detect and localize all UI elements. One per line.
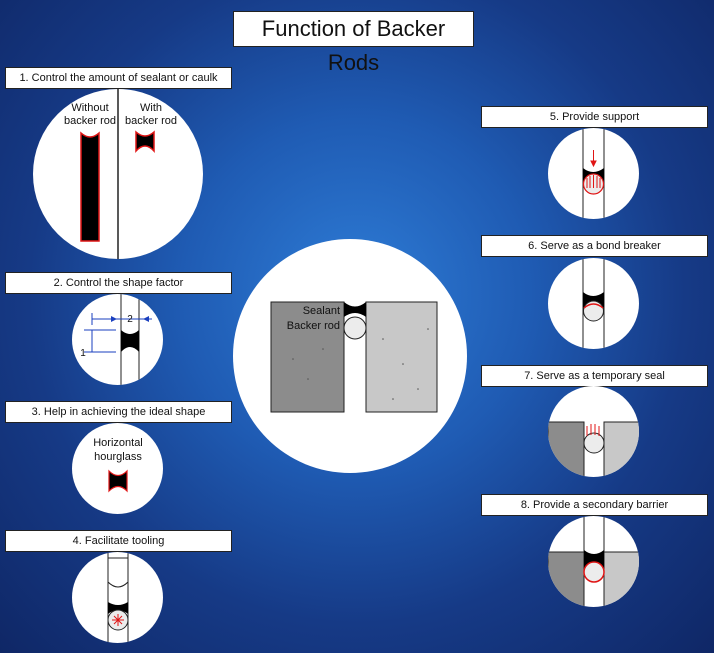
deep-sealant bbox=[80, 131, 100, 242]
hourglass-line2: hourglass bbox=[94, 451, 142, 463]
bond-breaker-illustration bbox=[582, 258, 605, 349]
diagram-title: Function of Backer Rods bbox=[233, 11, 474, 75]
center-sealant bbox=[344, 302, 366, 317]
shallow-sealant bbox=[135, 130, 155, 153]
bond-breaker-rod bbox=[583, 300, 604, 322]
function-7-label: 7. Serve as a temporary seal bbox=[481, 365, 708, 387]
shape-factor-illustration: 2 1 bbox=[80, 294, 152, 385]
left-concrete bbox=[270, 301, 345, 413]
function-5-label: 5. Provide support bbox=[481, 106, 708, 128]
dim-depth: 1 bbox=[80, 348, 86, 359]
shape-sealant bbox=[121, 330, 139, 352]
without-line1: Without bbox=[71, 102, 108, 114]
ideal-shape-illustration: Horizontal hourglass bbox=[93, 437, 143, 493]
center-backer-rod bbox=[343, 316, 367, 340]
water-arrows bbox=[586, 424, 600, 436]
sealant-label: Sealant bbox=[303, 305, 340, 317]
support-arrows bbox=[586, 150, 601, 188]
tooling-circle bbox=[72, 552, 163, 643]
support-circle bbox=[548, 128, 639, 219]
backer-rod-label: Backer rod bbox=[287, 320, 340, 332]
tooling-illustration bbox=[107, 552, 129, 643]
with-line2: backer rod bbox=[125, 115, 177, 127]
sealant-amount-illustration: Without backer rod With backer rod bbox=[64, 89, 177, 259]
sealant-amount-circle: Without backer rod With backer rod bbox=[33, 89, 203, 259]
without-line2: backer rod bbox=[64, 115, 116, 127]
hourglass-line1: Horizontal bbox=[93, 437, 143, 449]
right-substrate bbox=[603, 421, 639, 477]
with-line1: With bbox=[140, 102, 162, 114]
aggregate-specks bbox=[292, 328, 429, 400]
dim-width: 2 bbox=[127, 314, 133, 325]
barrier-rod bbox=[583, 561, 605, 583]
hourglass-sealant bbox=[108, 469, 128, 493]
function-2-label: 2. Control the shape factor bbox=[5, 272, 232, 294]
temp-seal-rod bbox=[583, 432, 605, 454]
shape-factor-circle: 2 1 bbox=[72, 294, 163, 385]
function-4-label: 4. Facilitate tooling bbox=[5, 530, 232, 552]
joint-cross-section: Sealant Backer rod bbox=[270, 301, 438, 413]
tooling-tool bbox=[107, 557, 129, 588]
bond-breaker-circle bbox=[548, 258, 639, 349]
temporary-seal-circle bbox=[548, 386, 639, 477]
secondary-barrier-circle bbox=[548, 516, 639, 607]
secondary-barrier-illustration bbox=[548, 516, 639, 607]
function-1-label: 1. Control the amount of sealant or caul… bbox=[5, 67, 232, 89]
function-3-label: 3. Help in achieving the ideal shape bbox=[5, 401, 232, 423]
left-substrate bbox=[548, 421, 585, 477]
support-illustration bbox=[582, 128, 605, 219]
pressure-star bbox=[112, 614, 124, 626]
function-8-label: 8. Provide a secondary barrier bbox=[481, 494, 708, 516]
bond-break-line bbox=[583, 303, 604, 309]
function-6-label: 6. Serve as a bond breaker bbox=[481, 235, 708, 257]
temporary-seal-illustration bbox=[548, 421, 639, 477]
ideal-shape-circle: Horizontal hourglass bbox=[72, 423, 163, 514]
right-concrete bbox=[365, 301, 438, 413]
center-circle: Sealant Backer rod bbox=[233, 239, 467, 473]
